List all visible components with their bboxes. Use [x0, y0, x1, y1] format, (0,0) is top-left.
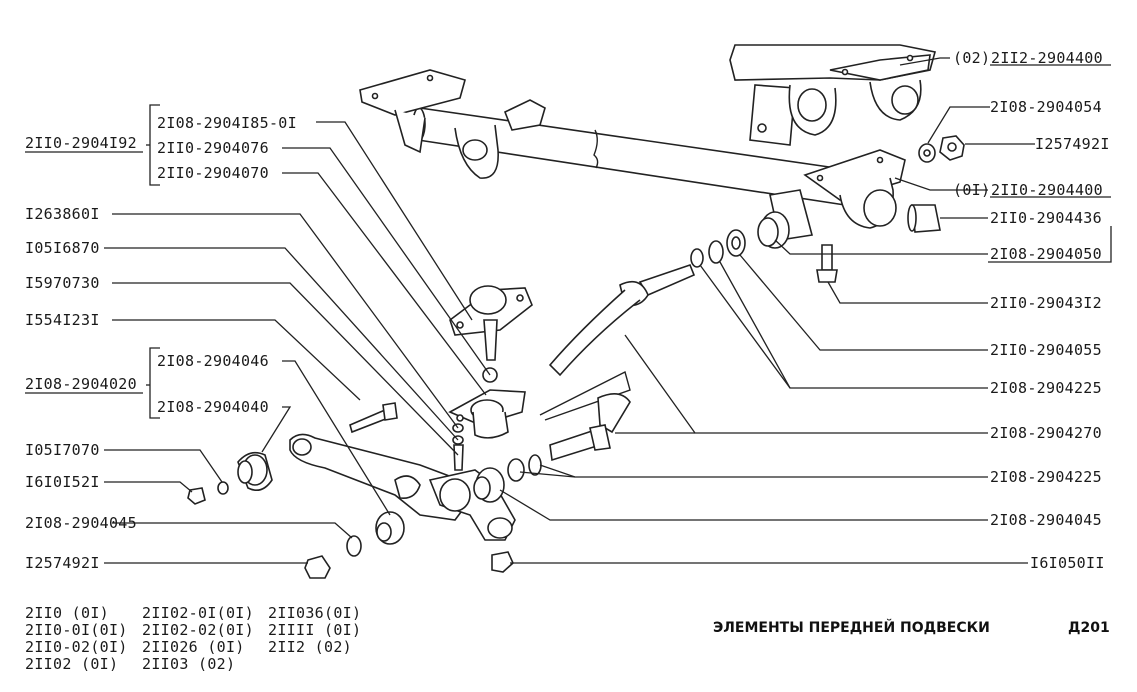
- label-2108-2904045-right: 2I08-2904045: [990, 511, 1102, 529]
- label-2108-2904225-a: 2I08-2904225: [990, 379, 1102, 397]
- label-10517070: I05I7070: [25, 441, 100, 459]
- label-2110-2904312: 2II0-29043I2: [990, 294, 1102, 312]
- label-2108-2904045-left: 2I08-2904045: [25, 514, 137, 532]
- label-10516870: I05I6870: [25, 239, 100, 257]
- label-2110-2904055: 2II0-2904055: [990, 341, 1102, 359]
- ball-joint: [448, 285, 533, 439]
- label-prefix-02: (02): [953, 49, 990, 67]
- model-item: 2II0-0I(0I): [25, 621, 128, 639]
- bushing-and-washers: [690, 135, 965, 283]
- model-item: 2II2 (02): [268, 638, 352, 656]
- group-label-stabilizer: 2II0-2904I92: [25, 134, 137, 152]
- label-2110-2904400: 2II0-2904400: [991, 181, 1103, 199]
- model-item: 2II0-02(0I): [25, 638, 128, 656]
- model-applicability-list: 2II0 (0I) 2II0-0I(0I) 2II0-02(0I) 2II02 …: [25, 604, 361, 673]
- strut-rod: [539, 263, 696, 462]
- label-2108-2904046: 2I08-2904046: [157, 352, 269, 370]
- label-12574921-left: I257492I: [25, 554, 100, 572]
- label-prefix-01: (0I): [953, 181, 990, 199]
- model-item: 2II026 (0I): [142, 638, 245, 656]
- label-2108-2904185: 2I08-2904I85-0I: [157, 114, 297, 132]
- label-16105011: I6I050II: [1030, 554, 1105, 572]
- label-15541231: I554I23I: [25, 311, 100, 329]
- labels: 2II0-2904I92 2I08-2904020 2I08-2904I85-0…: [25, 49, 1110, 572]
- model-item: 2II036(0I): [268, 604, 361, 622]
- model-item: 2II03 (02): [142, 655, 235, 673]
- model-item: 2II02 (0I): [25, 655, 118, 673]
- page-code: Д201: [1068, 620, 1110, 636]
- parts-drawing: [187, 44, 965, 579]
- label-12638601: I263860I: [25, 205, 100, 223]
- diagram-title: ЭЛЕМЕНТЫ ПЕРЕДНЕЙ ПОДВЕСКИ: [713, 619, 990, 636]
- label-2110-2904436: 2II0-2904436: [990, 209, 1102, 227]
- arm-bushings: [187, 451, 542, 579]
- label-2108-2904050: 2I08-2904050: [990, 245, 1102, 263]
- label-2112-2904400: 2II2-2904400: [991, 49, 1103, 67]
- label-2108-2904225-b: 2I08-2904225: [990, 468, 1102, 486]
- upper-bracket: [729, 44, 937, 146]
- group-label-lever: 2I08-2904020: [25, 375, 137, 393]
- model-item: 2II02-02(0I): [142, 621, 254, 639]
- label-2110-2904076: 2II0-2904076: [157, 139, 269, 157]
- label-2108-2904040: 2I08-2904040: [157, 398, 269, 416]
- model-item: 2II02-0I(0I): [142, 604, 254, 622]
- stabilizer-bar: [359, 69, 906, 241]
- label-16101521: I6I0I52I: [25, 473, 100, 491]
- label-2108-2904270: 2I08-2904270: [990, 424, 1102, 442]
- label-2108-2904054: 2I08-2904054: [990, 98, 1102, 116]
- model-item: 2IIII (0I): [268, 621, 361, 639]
- label-15970730: I5970730: [25, 274, 100, 292]
- leader-lines: [25, 57, 1112, 564]
- label-12574921-right: I257492I: [1035, 135, 1110, 153]
- label-2110-2904070: 2II0-2904070: [157, 164, 269, 182]
- model-item: 2II0 (0I): [25, 604, 109, 622]
- fasteners: [349, 402, 464, 471]
